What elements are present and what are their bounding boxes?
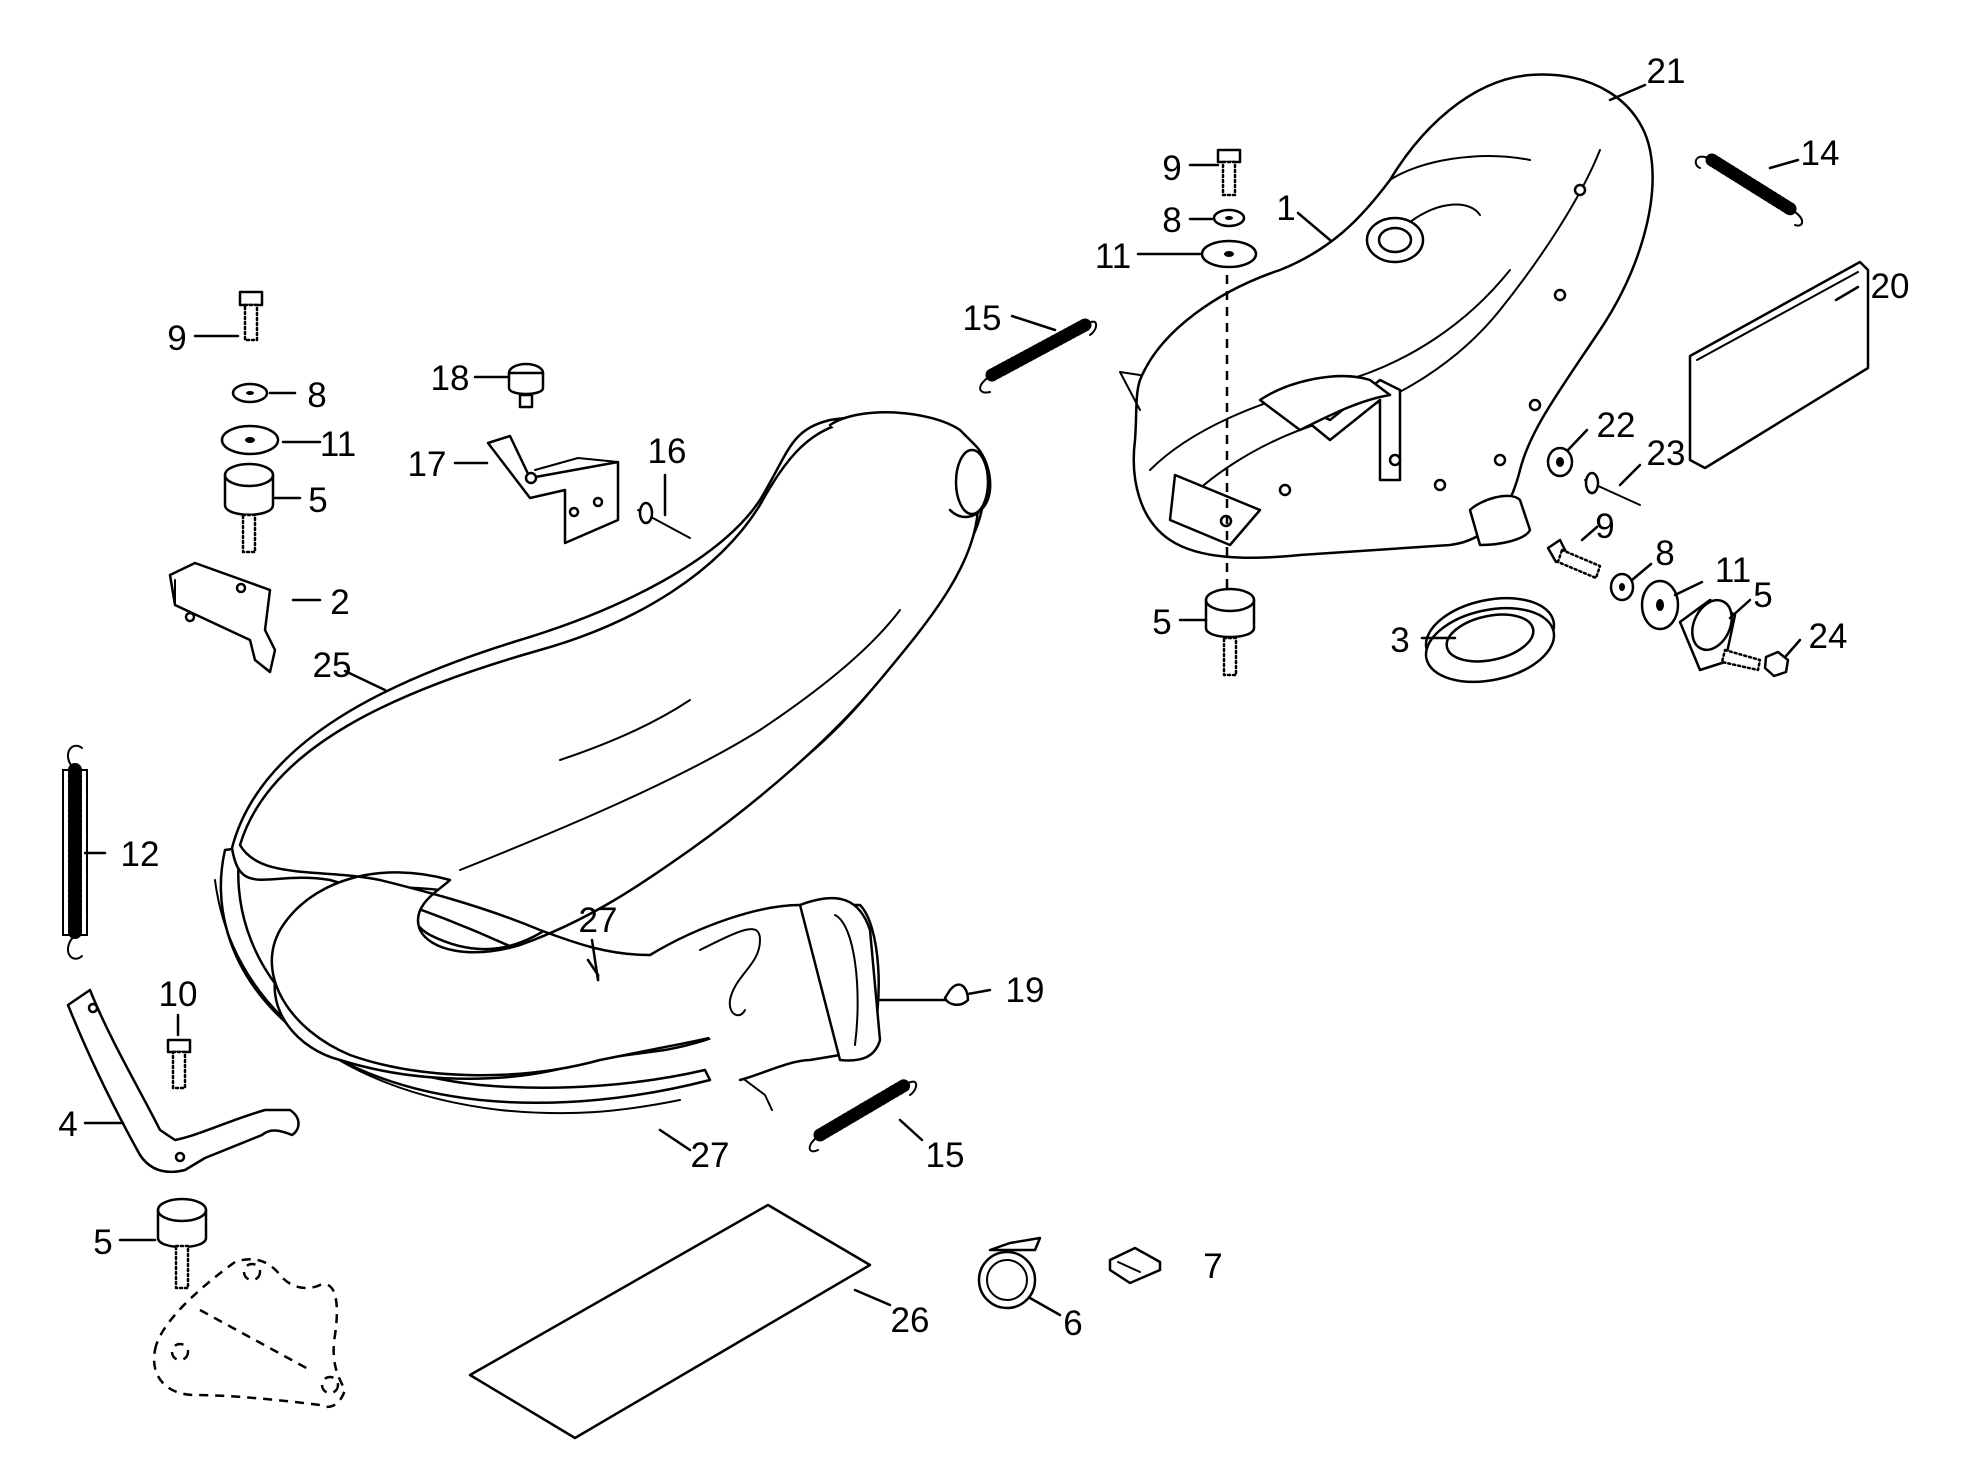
insulation-sheet[interactable] (468, 1203, 872, 1440)
callout-27-middle: 27 (579, 901, 618, 940)
callout-27-bottom: 27 (691, 1136, 730, 1175)
callout-24: 24 (1809, 617, 1848, 656)
washer-11-left[interactable] (220, 424, 280, 456)
pin-16[interactable] (637, 501, 691, 539)
callout-18: 18 (431, 359, 470, 398)
clamp-bracket[interactable] (486, 434, 620, 545)
callout-9-top-right: 9 (1162, 149, 1181, 188)
spring-12[interactable] (62, 744, 88, 960)
bolt-9-left[interactable] (238, 290, 264, 342)
callout-6: 6 (1063, 1304, 1082, 1343)
callout-22: 22 (1597, 406, 1636, 445)
silencer-gasket[interactable] (1688, 260, 1870, 470)
callout-15-bottom: 15 (926, 1136, 965, 1175)
callout-5-right: 5 (1152, 603, 1171, 642)
callout-20: 20 (1871, 267, 1910, 306)
callout-8-side-right: 8 (1655, 534, 1674, 573)
mounting-plate-outline (152, 1258, 347, 1409)
hose-clamp[interactable] (977, 1236, 1042, 1310)
washer-8-side-right[interactable] (1609, 572, 1635, 602)
callout-8-top-right: 8 (1162, 201, 1181, 240)
mounting-bracket[interactable] (168, 561, 277, 674)
leader-lines (83, 83, 1860, 1317)
callout-23: 23 (1647, 434, 1686, 473)
callout-16: 16 (648, 432, 687, 471)
damper-5-right[interactable] (1204, 587, 1256, 677)
callout-17: 17 (408, 445, 447, 484)
sealing-ring[interactable] (1419, 587, 1561, 692)
callout-25: 25 (313, 646, 352, 685)
bolt-18[interactable] (507, 362, 545, 409)
callout-19: 19 (1006, 971, 1045, 1010)
washer-8-top-right[interactable] (1212, 208, 1246, 228)
callout-10: 10 (159, 975, 198, 1014)
callout-11-left: 11 (320, 425, 356, 464)
damper-5-left[interactable] (223, 462, 275, 554)
callout-labels: 1 21 14 20 9 8 11 15 5 3 22 23 9 8 11 5 … (58, 52, 1909, 1343)
spring-15-bottom[interactable] (808, 1078, 918, 1153)
washer-11-top-right[interactable] (1200, 239, 1258, 269)
callout-3: 3 (1390, 621, 1409, 660)
strap-bracket[interactable] (66, 988, 300, 1174)
spring-14[interactable] (1694, 153, 1804, 227)
callout-7: 7 (1203, 1247, 1222, 1286)
callout-8-left: 8 (307, 376, 326, 415)
silencer[interactable] (1119, 73, 1654, 590)
callout-21: 21 (1647, 52, 1686, 91)
bolt-9-top-right[interactable] (1216, 148, 1242, 197)
nut-24[interactable] (1763, 650, 1790, 678)
rivet-23[interactable] (1584, 471, 1641, 506)
callout-5-left: 5 (308, 481, 327, 520)
washer-8-left[interactable] (231, 382, 269, 404)
callout-5-bottom-left: 5 (93, 1223, 112, 1262)
callout-11-top-right: 11 (1095, 237, 1131, 276)
expansion-chamber[interactable] (214, 411, 992, 1115)
bolt-9-side-right[interactable] (1546, 538, 1602, 580)
plug-19[interactable] (943, 983, 970, 1006)
washer-22[interactable] (1546, 446, 1574, 478)
damper-5-bottom-left[interactable] (156, 1197, 208, 1290)
washer-11-side-right[interactable] (1640, 579, 1680, 631)
callout-2: 2 (330, 583, 349, 622)
small-bracket[interactable] (1108, 1246, 1162, 1285)
callout-14: 14 (1801, 134, 1840, 173)
callout-15-top: 15 (963, 299, 1002, 338)
callout-4: 4 (58, 1105, 77, 1144)
callout-9-side-right: 9 (1595, 507, 1614, 546)
spring-15-top[interactable] (979, 318, 1098, 394)
callout-9-left: 9 (167, 319, 186, 358)
damper-5-side-right[interactable] (1678, 594, 1762, 672)
bolt-10[interactable] (166, 1038, 192, 1090)
callout-1: 1 (1276, 189, 1295, 228)
callout-5-side-right: 5 (1753, 576, 1772, 615)
callout-26: 26 (891, 1301, 930, 1340)
callout-11-side-right: 11 (1715, 551, 1751, 590)
callout-12: 12 (121, 835, 160, 874)
